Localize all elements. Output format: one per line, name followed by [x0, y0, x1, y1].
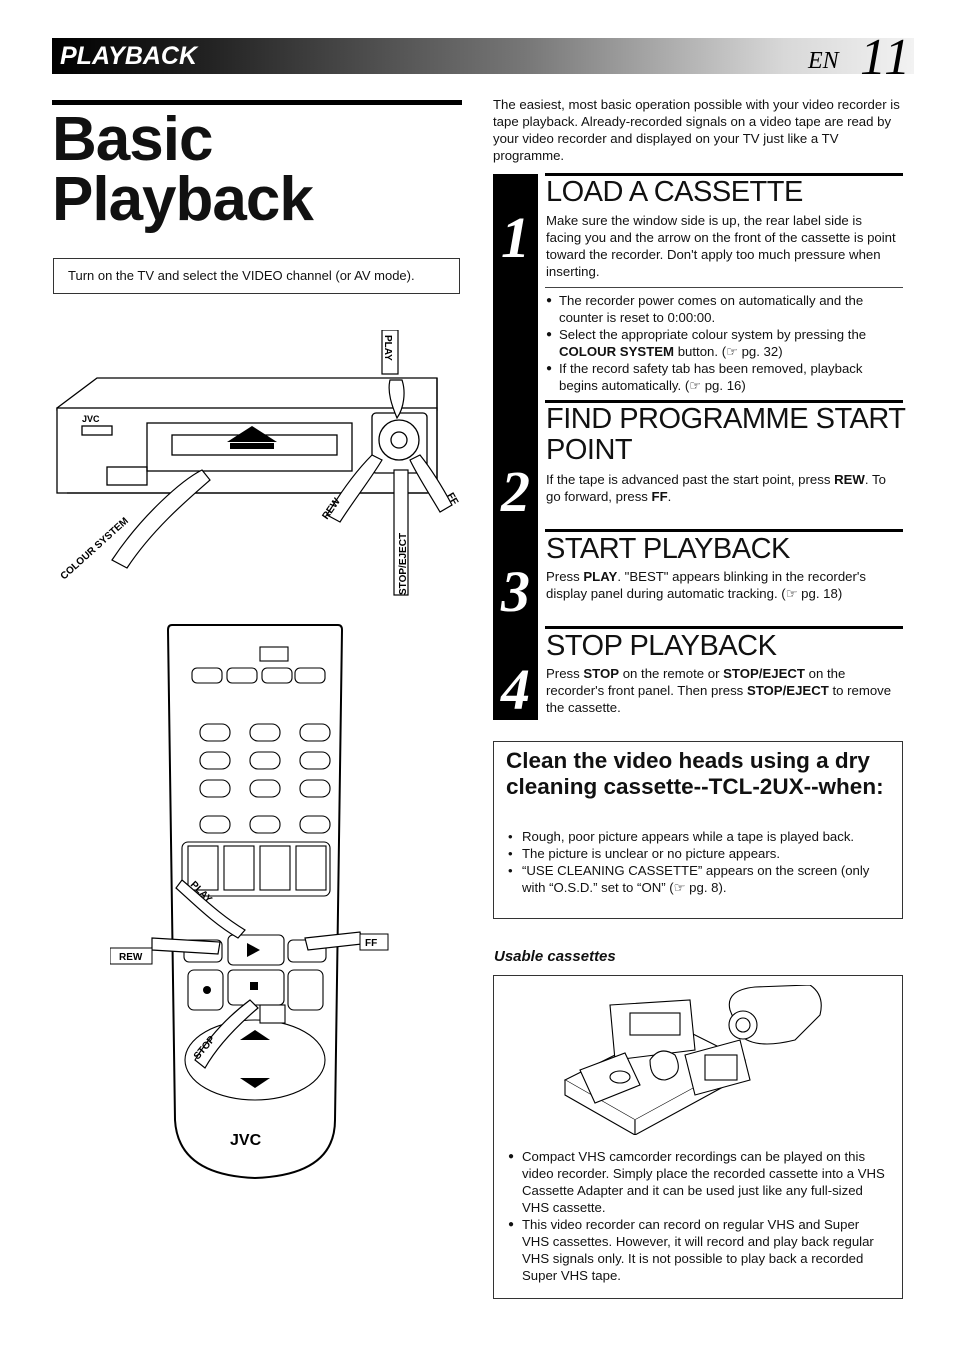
step-4-bar: 4 [493, 628, 538, 722]
step-1-bullets: The recorder power comes on automaticall… [546, 292, 898, 394]
page-title: Basic Playback [52, 105, 314, 234]
step-1-number: 1 [501, 205, 530, 270]
list-item: If the record safety tab has been remove… [546, 360, 898, 394]
list-item: Compact VHS camcorder recordings can be … [508, 1148, 886, 1216]
vcr-stop-eject-label: STOP/EJECT [398, 533, 409, 595]
list-item: “USE CLEANING CASSETTE” appears on the s… [508, 862, 888, 896]
remote-illustration: JVC REW FF PLAY STOP [110, 624, 389, 1180]
step-1-heading: LOAD A CASSETTE [546, 176, 803, 208]
step-4-number: 4 [501, 657, 530, 722]
page-number: 11 [860, 29, 913, 86]
step-2-heading: FIND PROGRAMME START POINT [546, 403, 905, 466]
step-2-rule [545, 400, 903, 403]
step-3-bar: 3 [493, 530, 538, 628]
section-title: PLAYBACK [60, 42, 198, 70]
vcr-play-label: PLAY [382, 335, 393, 361]
vcr-brand: JVC [82, 414, 100, 424]
vcr-ff-label: FF [444, 491, 460, 507]
step-3-heading: START PLAYBACK [546, 533, 790, 565]
list-item: Select the appropriate colour system by … [546, 326, 898, 360]
title-rule [52, 100, 462, 105]
remote-brand: JVC [230, 1132, 262, 1149]
title-line-2: Playback [52, 165, 314, 234]
step-4-rule [545, 626, 903, 629]
step-1-text: Make sure the window side is up, the rea… [546, 213, 896, 279]
cassette-adapter-illustration [563, 985, 822, 1135]
cleaning-box [493, 741, 903, 919]
step-2-number: 2 [501, 459, 530, 524]
step-4-heading: STOP PLAYBACK [546, 630, 777, 662]
step-3-number: 3 [501, 559, 530, 624]
cleaning-list: Rough, poor picture appears while a tape… [508, 828, 888, 896]
list-item: This video recorder can record on regula… [508, 1216, 886, 1284]
step-3-rule [545, 529, 903, 532]
step-4-text: Press STOP on the remote or STOP/EJECT o… [546, 666, 892, 715]
title-line-1: Basic [52, 105, 213, 174]
vcr-illustration: JVC PLAY REW FF STOP/EJECT COLOUR SYSTEM [56, 330, 460, 596]
remote-ff-label: FF [365, 938, 377, 949]
list-item: Rough, poor picture appears while a tape… [508, 828, 888, 845]
list-item: The recorder power comes on automaticall… [546, 292, 898, 326]
tv-note: Turn on the TV and select the VIDEO chan… [53, 258, 460, 294]
remote-rew-label: REW [119, 952, 143, 963]
list-item: The picture is unclear or no picture app… [508, 845, 888, 862]
cleaning-heading: Clean the video heads using a dry cleani… [506, 748, 884, 799]
step-3-text: Press PLAY. "BEST" appears blinking in t… [546, 569, 866, 601]
usable-cassettes-list: Compact VHS camcorder recordings can be … [508, 1148, 886, 1284]
step-2-bar: 2 [493, 400, 538, 530]
language-code: EN [808, 48, 839, 74]
step-1-divider [545, 287, 903, 288]
header-bar [52, 38, 914, 74]
step-1-rule [545, 173, 903, 176]
usable-cassettes-title: Usable cassettes [494, 948, 616, 965]
intro-paragraph: The easiest, most basic operation possib… [493, 97, 900, 163]
step-2-text: If the tape is advanced past the start p… [546, 472, 886, 504]
usable-cassettes-box [493, 975, 903, 1299]
step-1-bar: 1 [493, 174, 538, 400]
